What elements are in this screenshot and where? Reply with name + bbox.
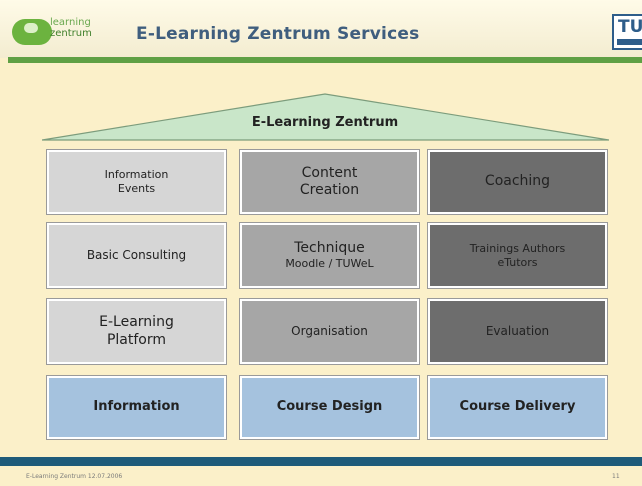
slide-header: learning zentrum E-Learning Zentrum Serv… — [0, 0, 642, 58]
tu-logo-bar-icon — [617, 39, 642, 45]
block-course-design: Course Design — [240, 376, 419, 439]
page-number: 11 — [612, 473, 620, 480]
block-evaluation: Evaluation — [428, 299, 607, 364]
block-course-delivery: Course Delivery — [428, 376, 607, 439]
block-line: eTutors — [497, 255, 538, 269]
block-line: E-Learning — [99, 314, 174, 330]
block-line: Course Delivery — [459, 399, 576, 415]
learning-zentrum-logo: learning zentrum — [12, 17, 106, 49]
block-basic-consulting: Basic Consulting — [47, 223, 226, 288]
block-line: Coaching — [484, 173, 551, 190]
block-line: Information — [93, 399, 180, 415]
block-line: Technique — [294, 239, 365, 256]
tu-logo-text: TU — [618, 17, 642, 37]
page-title: E-Learning Zentrum Services — [136, 24, 420, 44]
roof-label: E-Learning Zentrum — [251, 115, 399, 130]
footer-text: E-Learning Zentrum 12.07.2006 — [26, 473, 123, 480]
block-information-events: Information Events — [47, 150, 226, 214]
block-content-creation: Content Creation — [240, 150, 419, 214]
block-line: Platform — [106, 331, 167, 348]
logo-line-1: learning — [50, 17, 91, 28]
logo-text: learning zentrum — [50, 17, 92, 39]
roof-triangle — [42, 93, 609, 141]
header-divider — [8, 57, 642, 63]
block-line: Trainings Authors — [469, 241, 566, 255]
block-coaching: Coaching — [428, 150, 607, 214]
block-organisation: Organisation — [240, 299, 419, 364]
block-line: Course Design — [276, 399, 383, 415]
block-line: Events — [117, 182, 156, 195]
logo-line-2: zentrum — [50, 28, 92, 39]
block-trainings-authors: Trainings Authors eTutors — [428, 223, 607, 288]
block-line: Information — [104, 168, 169, 182]
block-e-learning-platform: E-Learning Platform — [47, 299, 226, 364]
block-information-foundation: Information — [47, 376, 226, 439]
logo-mark-icon — [12, 19, 52, 45]
block-line: Creation — [299, 182, 360, 198]
block-line: Basic Consulting — [86, 248, 187, 262]
block-line: Evaluation — [485, 324, 550, 338]
block-line: Organisation — [291, 324, 368, 338]
footer-band — [0, 457, 642, 466]
block-line: Moodle / TUWeL — [285, 257, 374, 271]
block-technique: Technique Moodle / TUWeL — [240, 223, 419, 288]
tu-logo: TU — [612, 14, 642, 50]
block-line: Content — [301, 164, 358, 181]
